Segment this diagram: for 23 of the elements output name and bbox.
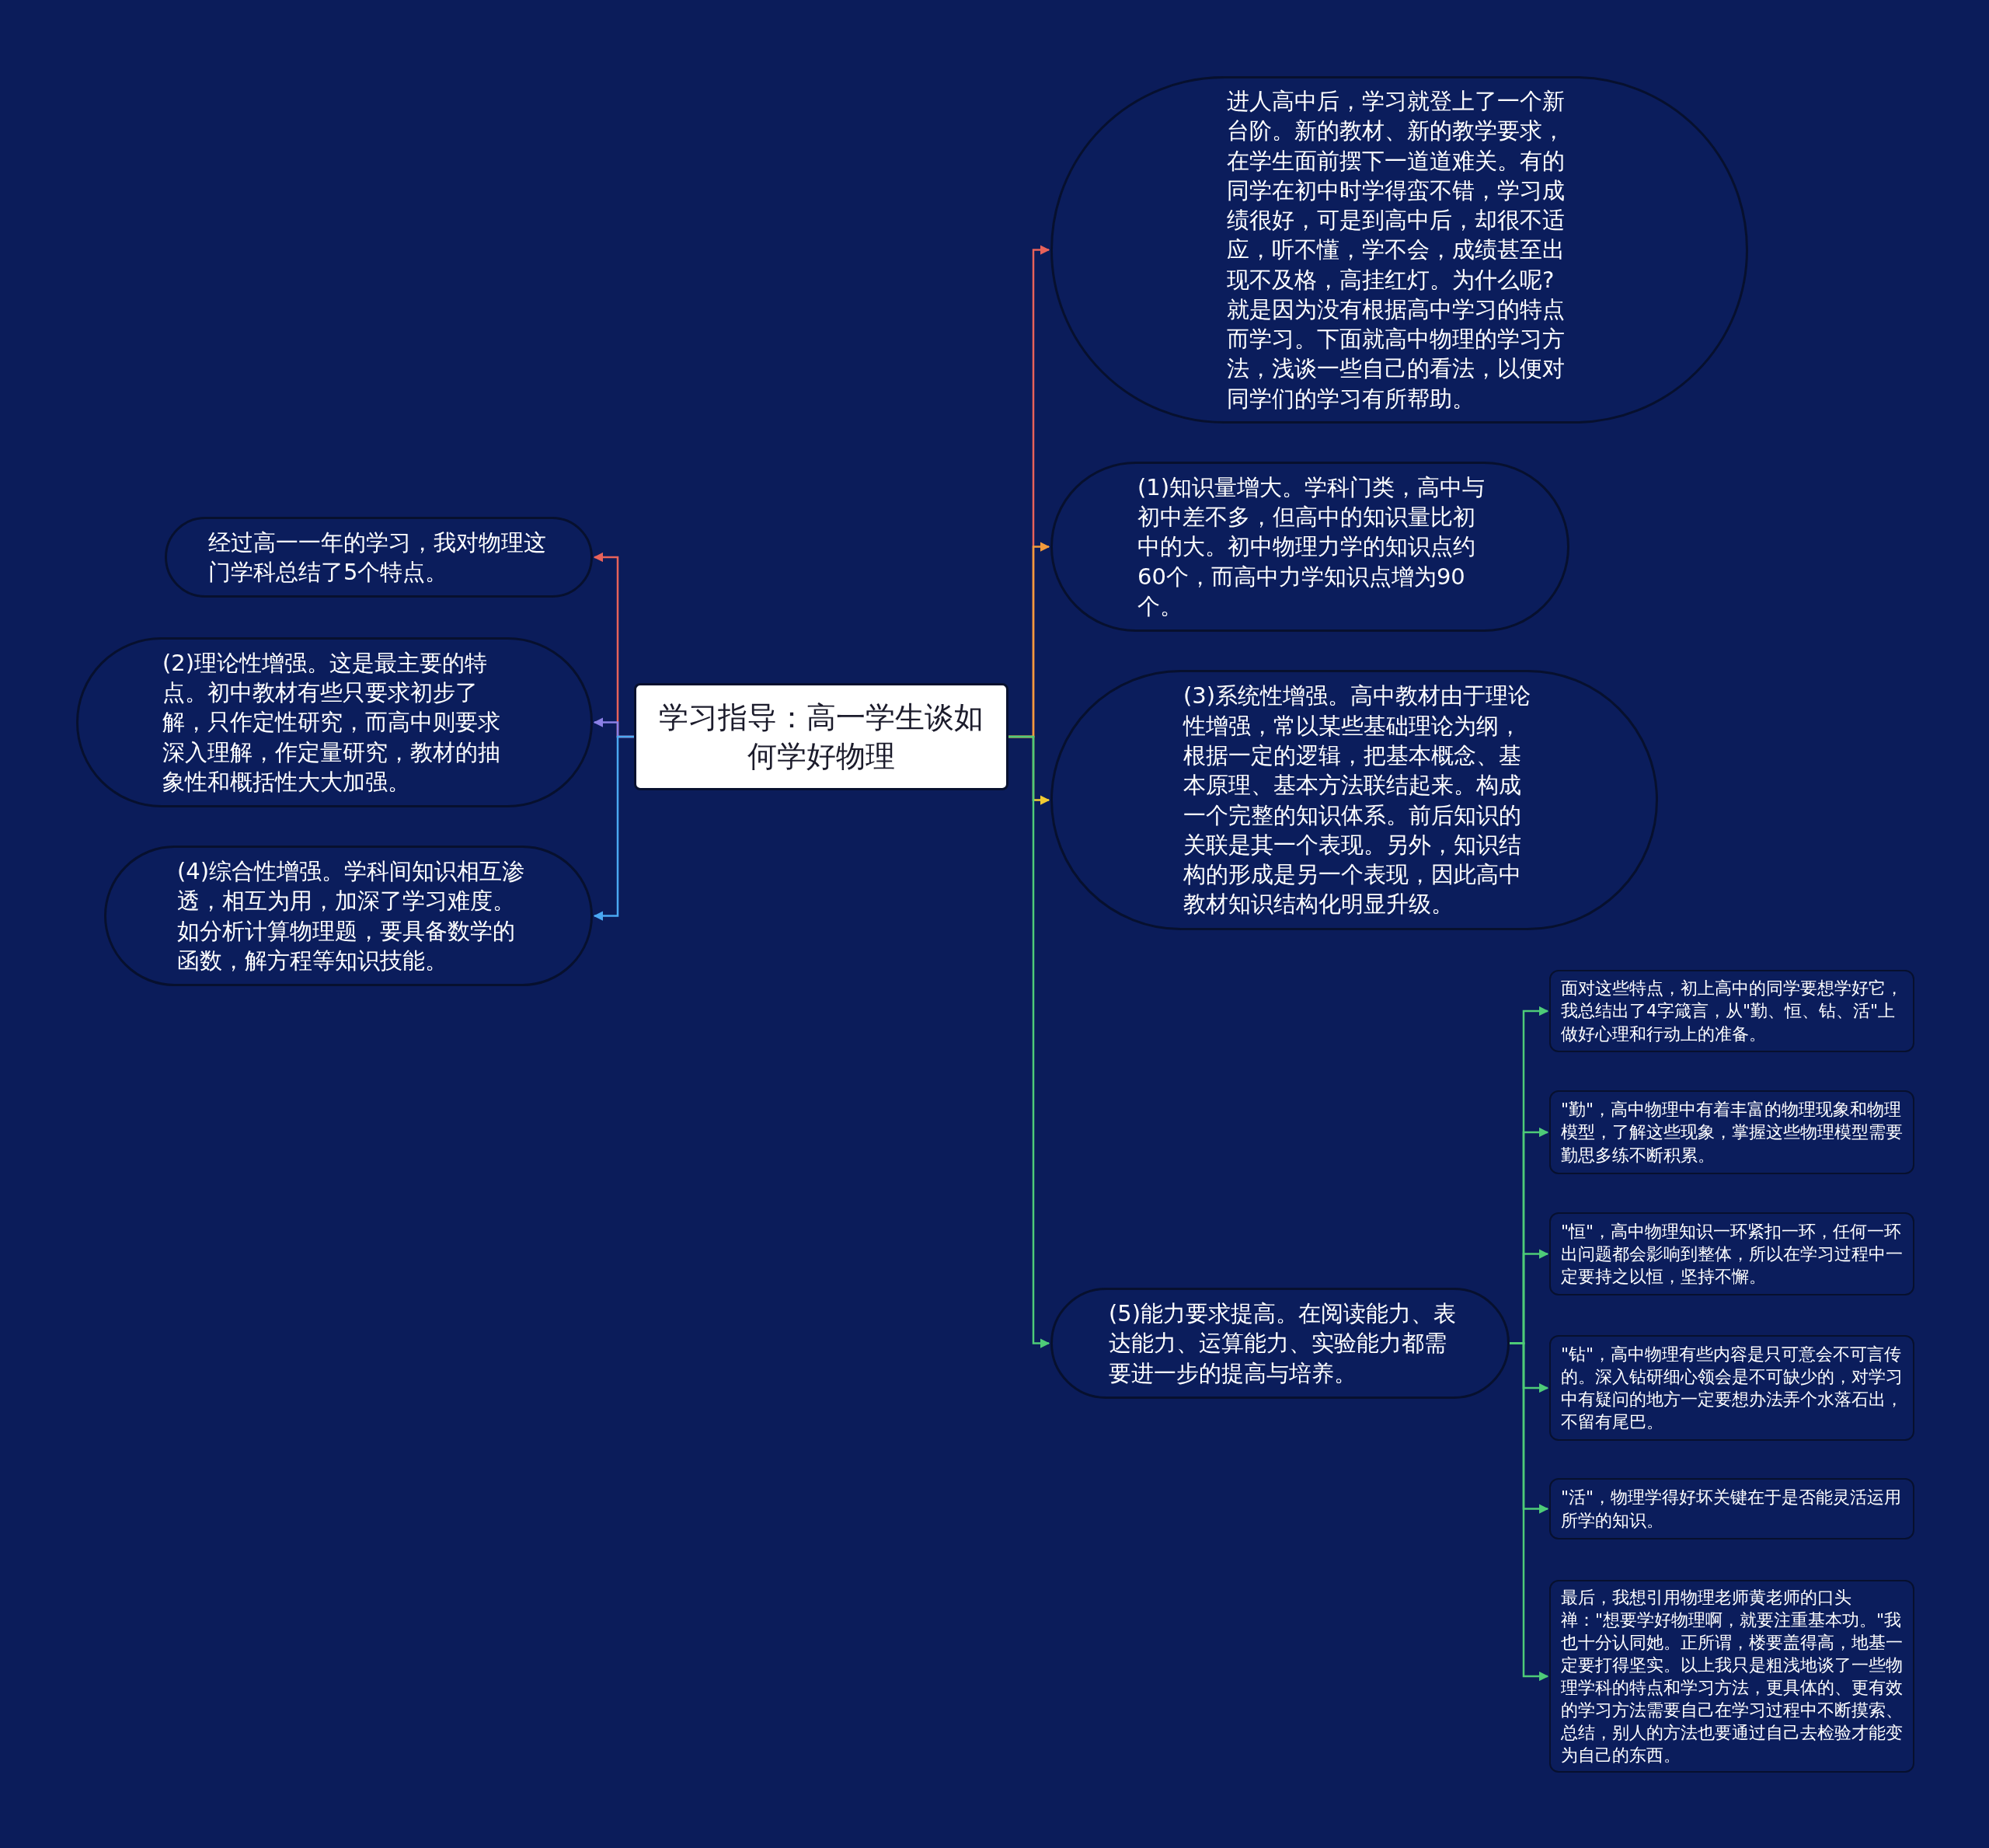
topic-text: (3)系统性增强。高中教材由于理论性增强，常以某些基础理论为纲，根据一定的逻辑，把基本概念、基本原理、基本方法联结起来。构成一个完整的知识体系。前后知识的关联是其一个表现。另外，知识结构的形成是另一个表现，因此高中教材知识结构化明显升级。 — [1183, 682, 1532, 919]
topic-text: "恒"，高中物理知识一环紧扣一环，任何一环出问题都会影响到整体，所以在学习过程中一定要持之以恒，坚持不懈。 — [1561, 1220, 1904, 1288]
note-box — [1549, 1212, 1914, 1295]
topic-text: (2)理论性增强。这是最主要的特点。初中教材有些只要求初步了解，只作定性研究，而高中则要求深入理解，作定量研究，教材的抽象性和概括性大大加强。 — [162, 648, 501, 797]
topic-text: 最后，我想引用物理老师黄老师的口头禅："想要学好物理啊，就要注重基本功。"我也十分认同她。正所谓，楼要盖得高，地基一定要打得坚实。以上我只是粗浅地谈了一些物理学科的特点和学习方法，更具体的、更有效的学习方法需要自己在学习过程中不断摸索、总结，别人的方法也要通过自己去检验才能变为自己的东西。 — [1561, 1586, 1904, 1767]
topic-text: (1)知识量增大。学科门类，高中与初中差不多，但高中的知识量比初中的大。初中物理力学的知识点约60个，而高中力学知识点增为90个。 — [1137, 472, 1486, 621]
topic-box — [634, 683, 1008, 790]
connector-arrow — [1510, 1342, 1549, 1682]
topic-text: 进人高中后，学习就登上了一个新台阶。新的教材、新的教学要求，在学生面前摆下一道道难关。有的同学在初中时学得蛮不错，学习成绩很好，可是到高中后，却很不适应，听不懂，学不会，成绩甚至出现不及格，高挂红灯。为什么呢?就是因为没有根据高中学习的特点而学习。下面就高中物理的学习方法，浅谈一些自己的看法，以便对同学们的学习有所帮助。 — [1227, 87, 1566, 413]
connector-arrow — [1008, 735, 1050, 1348]
topic-text: 面对这些特点，初上高中的同学要想学好它，我总结出了4字箴言，从"勤、恒、钻、活"上做好心理和行动上的准备。 — [1561, 978, 1904, 1045]
note-box — [1549, 970, 1914, 1052]
topic-text: "勤"，高中物理中有着丰富的物理现象和物理模型，了解这些现象，掌握这些物理模型需要勤思多练不断积累。 — [1561, 1099, 1904, 1166]
note-box — [1549, 1478, 1914, 1539]
topic-text: "活"，物理学得好坏关键在于是否能灵活运用所学的知识。 — [1561, 1487, 1903, 1532]
topic-text: (4)综合性增强。学科间知识相互渗透，相互为用，加深了学习难度。如分析计算物理题，要具备数学的函数，解方程等知识技能。 — [177, 856, 526, 975]
topic-text: "钻"，高中物理有些内容是只可意会不可言传的。深入钻研细心领会是不可缺少的，对学习中有疑问的地方一定要想办法弄个水落石出，不留有尾巴。 — [1561, 1343, 1904, 1434]
note-box — [1549, 1335, 1914, 1441]
topic-text: (5)能力要求提高。在阅读能力、表达能力、运算能力、实验能力都需要进一步的提高与培养。 — [1109, 1299, 1458, 1388]
topic-text: 经过高一一年的学习，我对物理这门学科总结了5个特点。 — [208, 528, 547, 587]
topic-title: 学习指导：高一学生谈如何学好物理 — [658, 699, 984, 775]
note-box — [1549, 1090, 1914, 1174]
connector-arrow — [593, 735, 634, 921]
